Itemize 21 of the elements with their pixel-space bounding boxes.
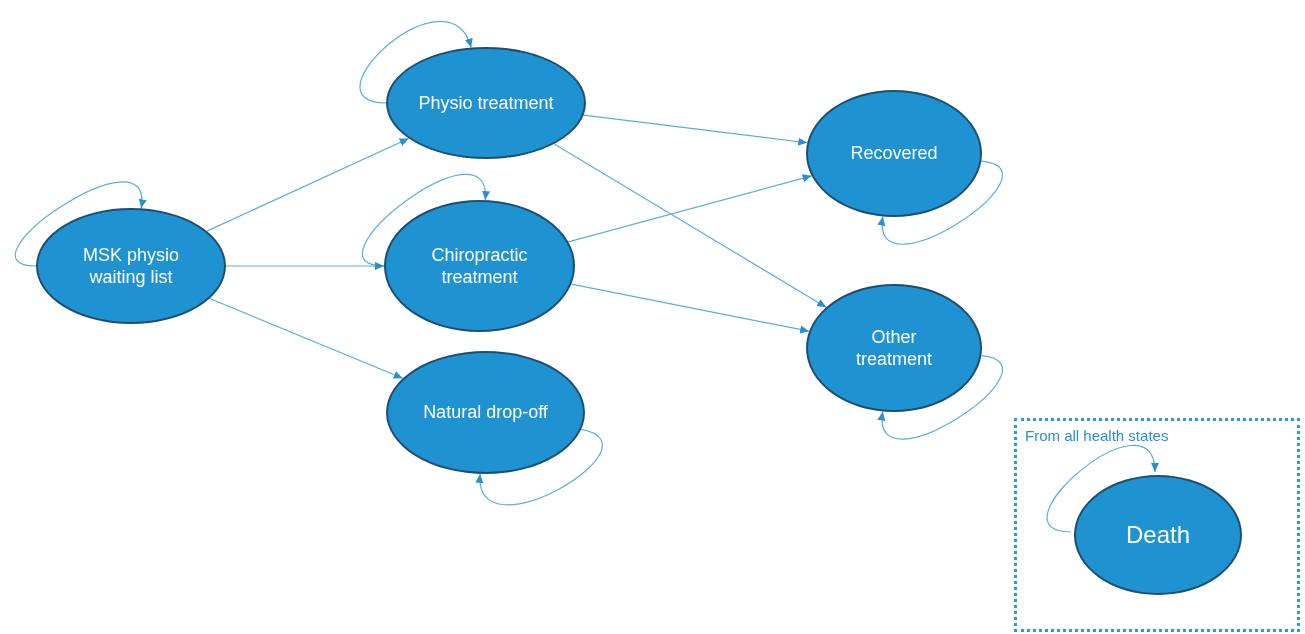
arrow [209, 297, 404, 379]
state-label: Chiropractic treatment [430, 243, 529, 289]
arrow [477, 428, 603, 506]
arrow [14, 181, 145, 267]
state-label: Recovered [849, 142, 939, 165]
group-heading: From all health states [1025, 426, 1169, 446]
state-label: MSK physio waiting list [81, 243, 180, 289]
arrow [206, 137, 410, 232]
state-label: Natural drop-off [422, 401, 549, 424]
arrow [879, 355, 1004, 440]
arrow [879, 160, 1004, 245]
dashed-group-box [1014, 418, 1300, 632]
arrow [1047, 444, 1158, 533]
arrow [361, 174, 489, 267]
arrow [225, 262, 385, 270]
state-label: Other treatment [854, 325, 933, 371]
arrow [359, 21, 472, 104]
state-label: Death [1124, 520, 1191, 550]
arrow [553, 143, 827, 308]
state-label: Physio treatment [417, 91, 555, 115]
arrow [583, 114, 808, 146]
